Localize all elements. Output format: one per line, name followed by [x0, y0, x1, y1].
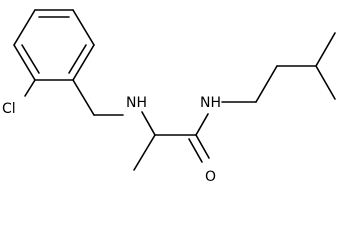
c-cl-bond: [24, 79, 36, 97]
nh-alpha-carbon-bond: [141, 111, 156, 136]
amine-nh-label: NH: [126, 95, 147, 111]
chain-bond-3: [315, 32, 336, 67]
ring-bond-5: [13, 44, 36, 81]
chemical-structure-diagram: Cl NH O NH: [2, 9, 336, 185]
ring-double-bond-right: [68, 44, 87, 74]
benzene-ring: [13, 9, 95, 81]
chain-bond-1: [255, 65, 278, 103]
structure-canvas: Cl NH O NH: [2, 9, 336, 185]
ring-ch2-bond: [72, 79, 95, 116]
ring-double-bond-left: [21, 44, 40, 74]
carbonyl-oxygen-label: O: [205, 169, 216, 185]
chlorine-label: Cl: [2, 101, 16, 117]
chain-bond-4: [315, 65, 336, 100]
carbonyl-bond-2: [188, 138, 203, 163]
carbonyl-amide-n-bond: [195, 113, 209, 136]
ring-bond-6: [13, 9, 36, 46]
amide-nh-label: NH: [200, 95, 221, 111]
ring-bond-3: [72, 44, 95, 81]
carbonyl-bond-1: [195, 134, 210, 159]
ring-bond-2: [72, 9, 95, 46]
alpha-carbon-methyl-bond: [133, 134, 156, 171]
